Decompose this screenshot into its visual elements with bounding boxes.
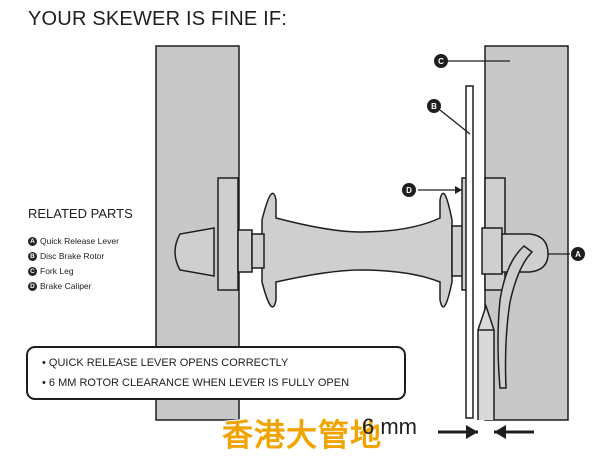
related-part-quick-release-lever: A Quick Release Lever xyxy=(28,236,119,246)
note-rotor-clearance: • 6 MM ROTOR CLEARANCE WHEN LEVER IS FUL… xyxy=(42,377,350,389)
part-label: Disc Brake Rotor xyxy=(40,251,105,261)
nut-left-inner xyxy=(251,233,265,269)
dropout-left xyxy=(217,177,239,291)
watermark-logo: 香港大管地 xyxy=(222,418,382,453)
checklist-box: • QUICK RELEASE LEVER OPENS CORRECTLY • … xyxy=(26,346,406,400)
related-parts-heading: RELATED PARTS xyxy=(28,206,133,221)
part-badge: B xyxy=(28,251,37,261)
measurement-label: 6 mm xyxy=(362,414,417,439)
part-badge: A xyxy=(28,236,37,246)
part-label: Brake Caliper xyxy=(40,281,92,291)
skewer-nut-left xyxy=(174,227,215,277)
nut-right-outer xyxy=(481,227,503,275)
callout-b: B xyxy=(427,99,441,113)
callout-a: A xyxy=(571,247,585,261)
leader-b xyxy=(439,109,471,135)
page-title: YOUR SKEWER IS FINE IF: xyxy=(28,8,288,30)
note-lever-opens: • QUICK RELEASE LEVER OPENS CORRECTLY xyxy=(42,357,289,369)
hub-shell xyxy=(261,192,453,308)
related-part-disc-brake-rotor: B Disc Brake Rotor xyxy=(28,251,104,261)
callout-d: D xyxy=(402,183,416,197)
part-label: Quick Release Lever xyxy=(40,236,119,246)
callout-c: C xyxy=(434,54,448,68)
part-label: Fork Leg xyxy=(40,266,74,276)
nut-left-outer xyxy=(237,229,253,273)
disc-brake-rotor xyxy=(465,85,474,419)
related-part-brake-caliper: D Brake Caliper xyxy=(28,281,92,291)
pencil xyxy=(477,303,495,420)
part-badge: C xyxy=(28,266,37,276)
part-badge: D xyxy=(28,281,37,291)
quick-release-lever xyxy=(497,245,534,389)
related-part-fork-leg: C Fork Leg xyxy=(28,266,74,276)
